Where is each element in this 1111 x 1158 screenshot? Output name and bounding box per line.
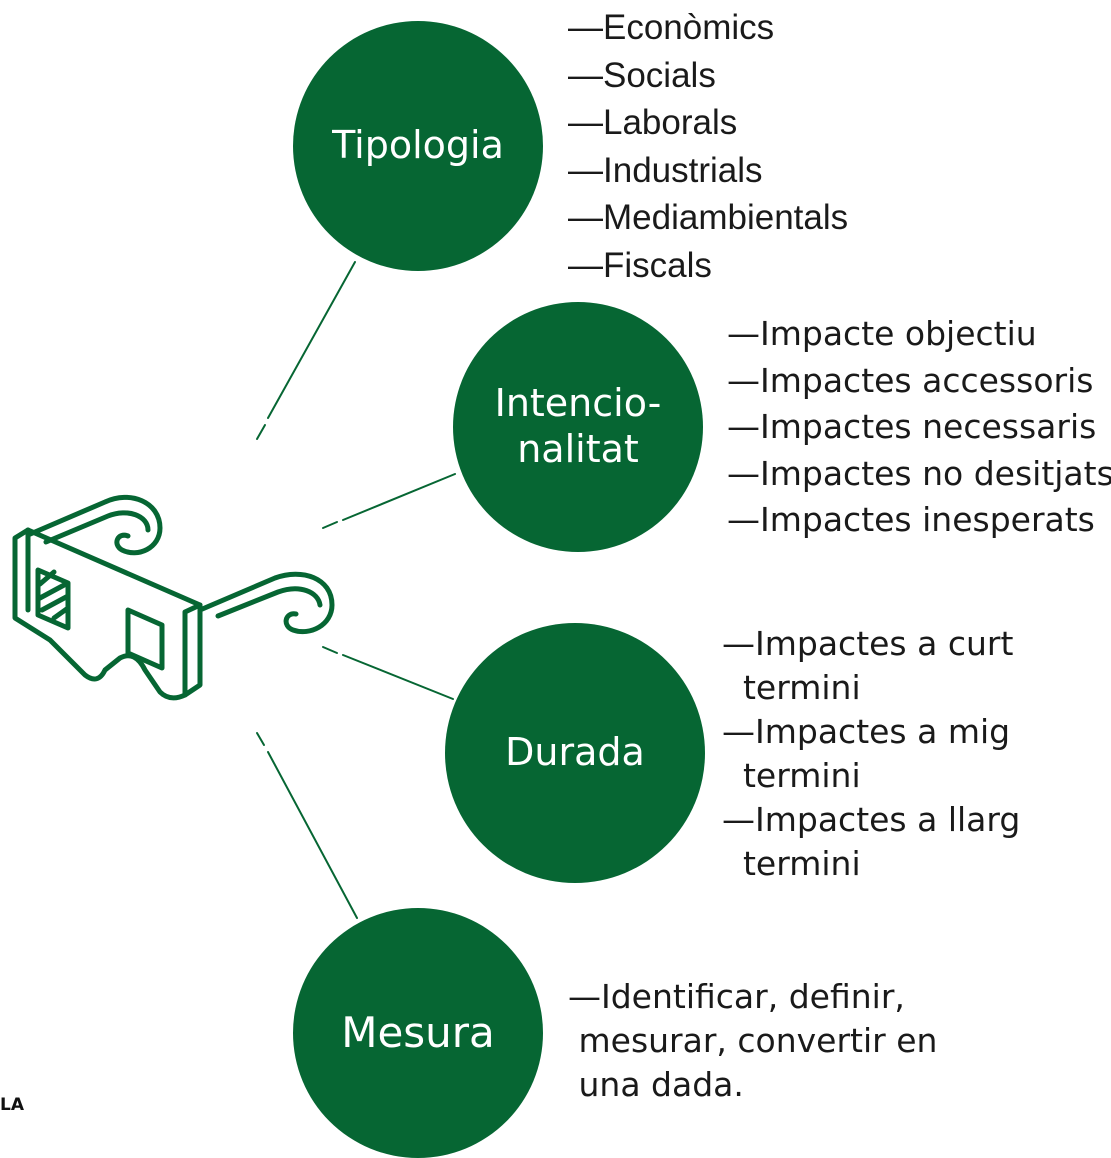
node-label-mesura: Mesura: [341, 1007, 495, 1057]
list-item: —Impactes a llarg termini: [722, 800, 1021, 883]
connector-mesura-tail: [256, 732, 265, 746]
node-circle-intencionalitat: Intencio- nalitat: [453, 302, 703, 552]
list-item: —Laborals: [568, 103, 738, 142]
connector-tipologia: [267, 261, 356, 419]
node-label-tipologia: Tipologia: [332, 123, 504, 168]
node-label-durada: Durada: [505, 730, 645, 775]
list-item: —Impacte objectiu: [727, 314, 1037, 353]
list-item: —Impactes no desitjats: [727, 453, 1111, 493]
list-item: —Impactes accessoris: [727, 360, 1094, 400]
connector-mesura: [267, 751, 358, 919]
corner-label: LA: [0, 1095, 24, 1115]
list-item: —Identificar, definir, mesurar, converti…: [568, 977, 938, 1104]
node-label-intencionalitat: Intencio- nalitat: [494, 381, 662, 471]
list-item: —Impactes inesperats: [727, 500, 1095, 539]
connector-intencionalitat: [342, 473, 456, 521]
list-item: —Industrials: [568, 150, 763, 190]
list-item: —Econòmics: [568, 8, 775, 47]
list-durada: —Impactes a curt termini —Impactes a mig…: [722, 622, 1020, 886]
list-item: —Fiscals: [568, 245, 712, 285]
node-circle-durada: Durada: [445, 623, 705, 883]
list-item: —Impactes a curt termini: [722, 624, 1014, 707]
connector-durada-tail: [322, 646, 338, 654]
list-item: —Mediambientals: [568, 198, 849, 237]
list-mesura: —Identificar, definir, mesurar, converti…: [568, 975, 937, 1107]
list-item: —Impactes a mig termini: [722, 712, 1011, 795]
list-intencionalitat: —Impacte objectiu —Impactes accessoris —…: [727, 311, 1111, 544]
list-tipologia: —Econòmics —Socials —Laborals —Industria…: [568, 4, 848, 289]
list-item: —Socials: [568, 55, 716, 95]
node-circle-tipologia: Tipologia: [293, 21, 543, 271]
connector-tipologia-tail: [256, 424, 266, 440]
3d-glasses-icon: [12, 494, 335, 701]
list-item: —Impactes necessaris: [727, 407, 1097, 446]
connector-durada: [342, 654, 454, 700]
connector-intencionalitat-tail: [322, 521, 338, 529]
node-circle-mesura: Mesura: [293, 908, 543, 1158]
